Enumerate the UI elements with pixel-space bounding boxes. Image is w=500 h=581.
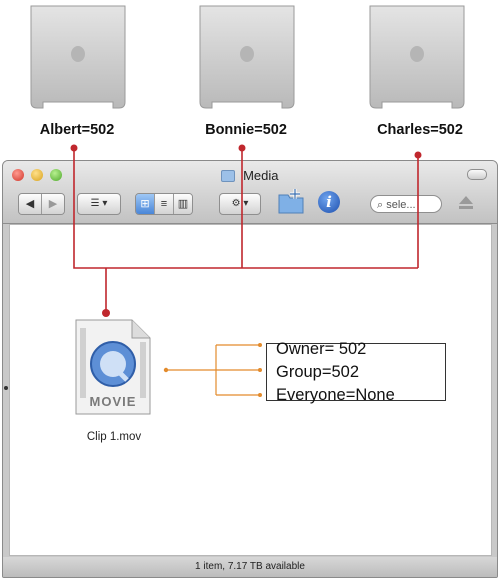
eject-icon[interactable] — [457, 194, 475, 212]
status-text: 1 item, 7.17 TB available — [195, 561, 305, 572]
file-name[interactable]: Clip 1.mov — [86, 431, 142, 443]
bonnie-link-dot — [238, 144, 246, 152]
toolbar-toggle-button[interactable] — [467, 169, 487, 180]
folder-icon — [221, 169, 236, 182]
close-button[interactable] — [12, 169, 24, 181]
search-field[interactable]: ⌕ sele... — [370, 195, 442, 213]
charles-link-dot — [414, 151, 422, 159]
albert-link-dot — [70, 144, 78, 152]
info-icon[interactable]: i — [318, 191, 340, 213]
movie-file-icon[interactable]: MOVIE — [72, 318, 154, 418]
forward-arrow-icon[interactable]: ▶ — [42, 194, 64, 214]
search-placeholder: sele... — [386, 199, 416, 211]
search-icon: ⌕ — [377, 199, 387, 211]
computer-bonnie-icon — [192, 2, 302, 112]
computer-label-albert: Albert=502 — [39, 122, 115, 138]
computer-label-bonnie: Bonnie=502 — [205, 122, 287, 138]
list-view-icon[interactable]: ≡ — [155, 194, 174, 214]
new-folder-icon[interactable] — [277, 187, 305, 215]
back-arrow-icon[interactable]: ◀ — [19, 194, 42, 214]
window-resize-handle[interactable] — [4, 386, 8, 390]
computer-label-charles: Charles=502 — [377, 122, 463, 138]
window-titlebar: Media ◀ ▶ ☰ ▾ ⊞ ≡ ▥ ⚙ ▾ i ⌕ sele... — [3, 161, 497, 224]
minimize-button[interactable] — [31, 169, 43, 181]
permission-owner: Owner= 502 — [276, 340, 367, 358]
icon-view-icon[interactable]: ⊞ — [136, 194, 155, 214]
permissions-box — [266, 343, 446, 401]
path-menu-button[interactable]: ☰ ▾ — [77, 193, 121, 215]
status-bar: 1 item, 7.17 TB available — [3, 557, 497, 577]
computer-charles-icon — [362, 2, 472, 112]
permission-everyone: Everyone=None — [276, 386, 395, 404]
window-title-text: Media — [243, 168, 279, 184]
action-menu-button[interactable]: ⚙ ▾ — [219, 193, 261, 215]
permission-group: Group=502 — [276, 363, 360, 381]
computer-albert-icon — [23, 2, 133, 112]
window-title: Media — [3, 167, 497, 183]
movie-icon-label: MOVIE — [89, 394, 137, 409]
back-forward-buttons[interactable]: ◀ ▶ — [18, 193, 65, 215]
zoom-button[interactable] — [50, 169, 62, 181]
column-view-icon[interactable]: ▥ — [174, 194, 192, 214]
view-mode-buttons[interactable]: ⊞ ≡ ▥ — [135, 193, 193, 215]
